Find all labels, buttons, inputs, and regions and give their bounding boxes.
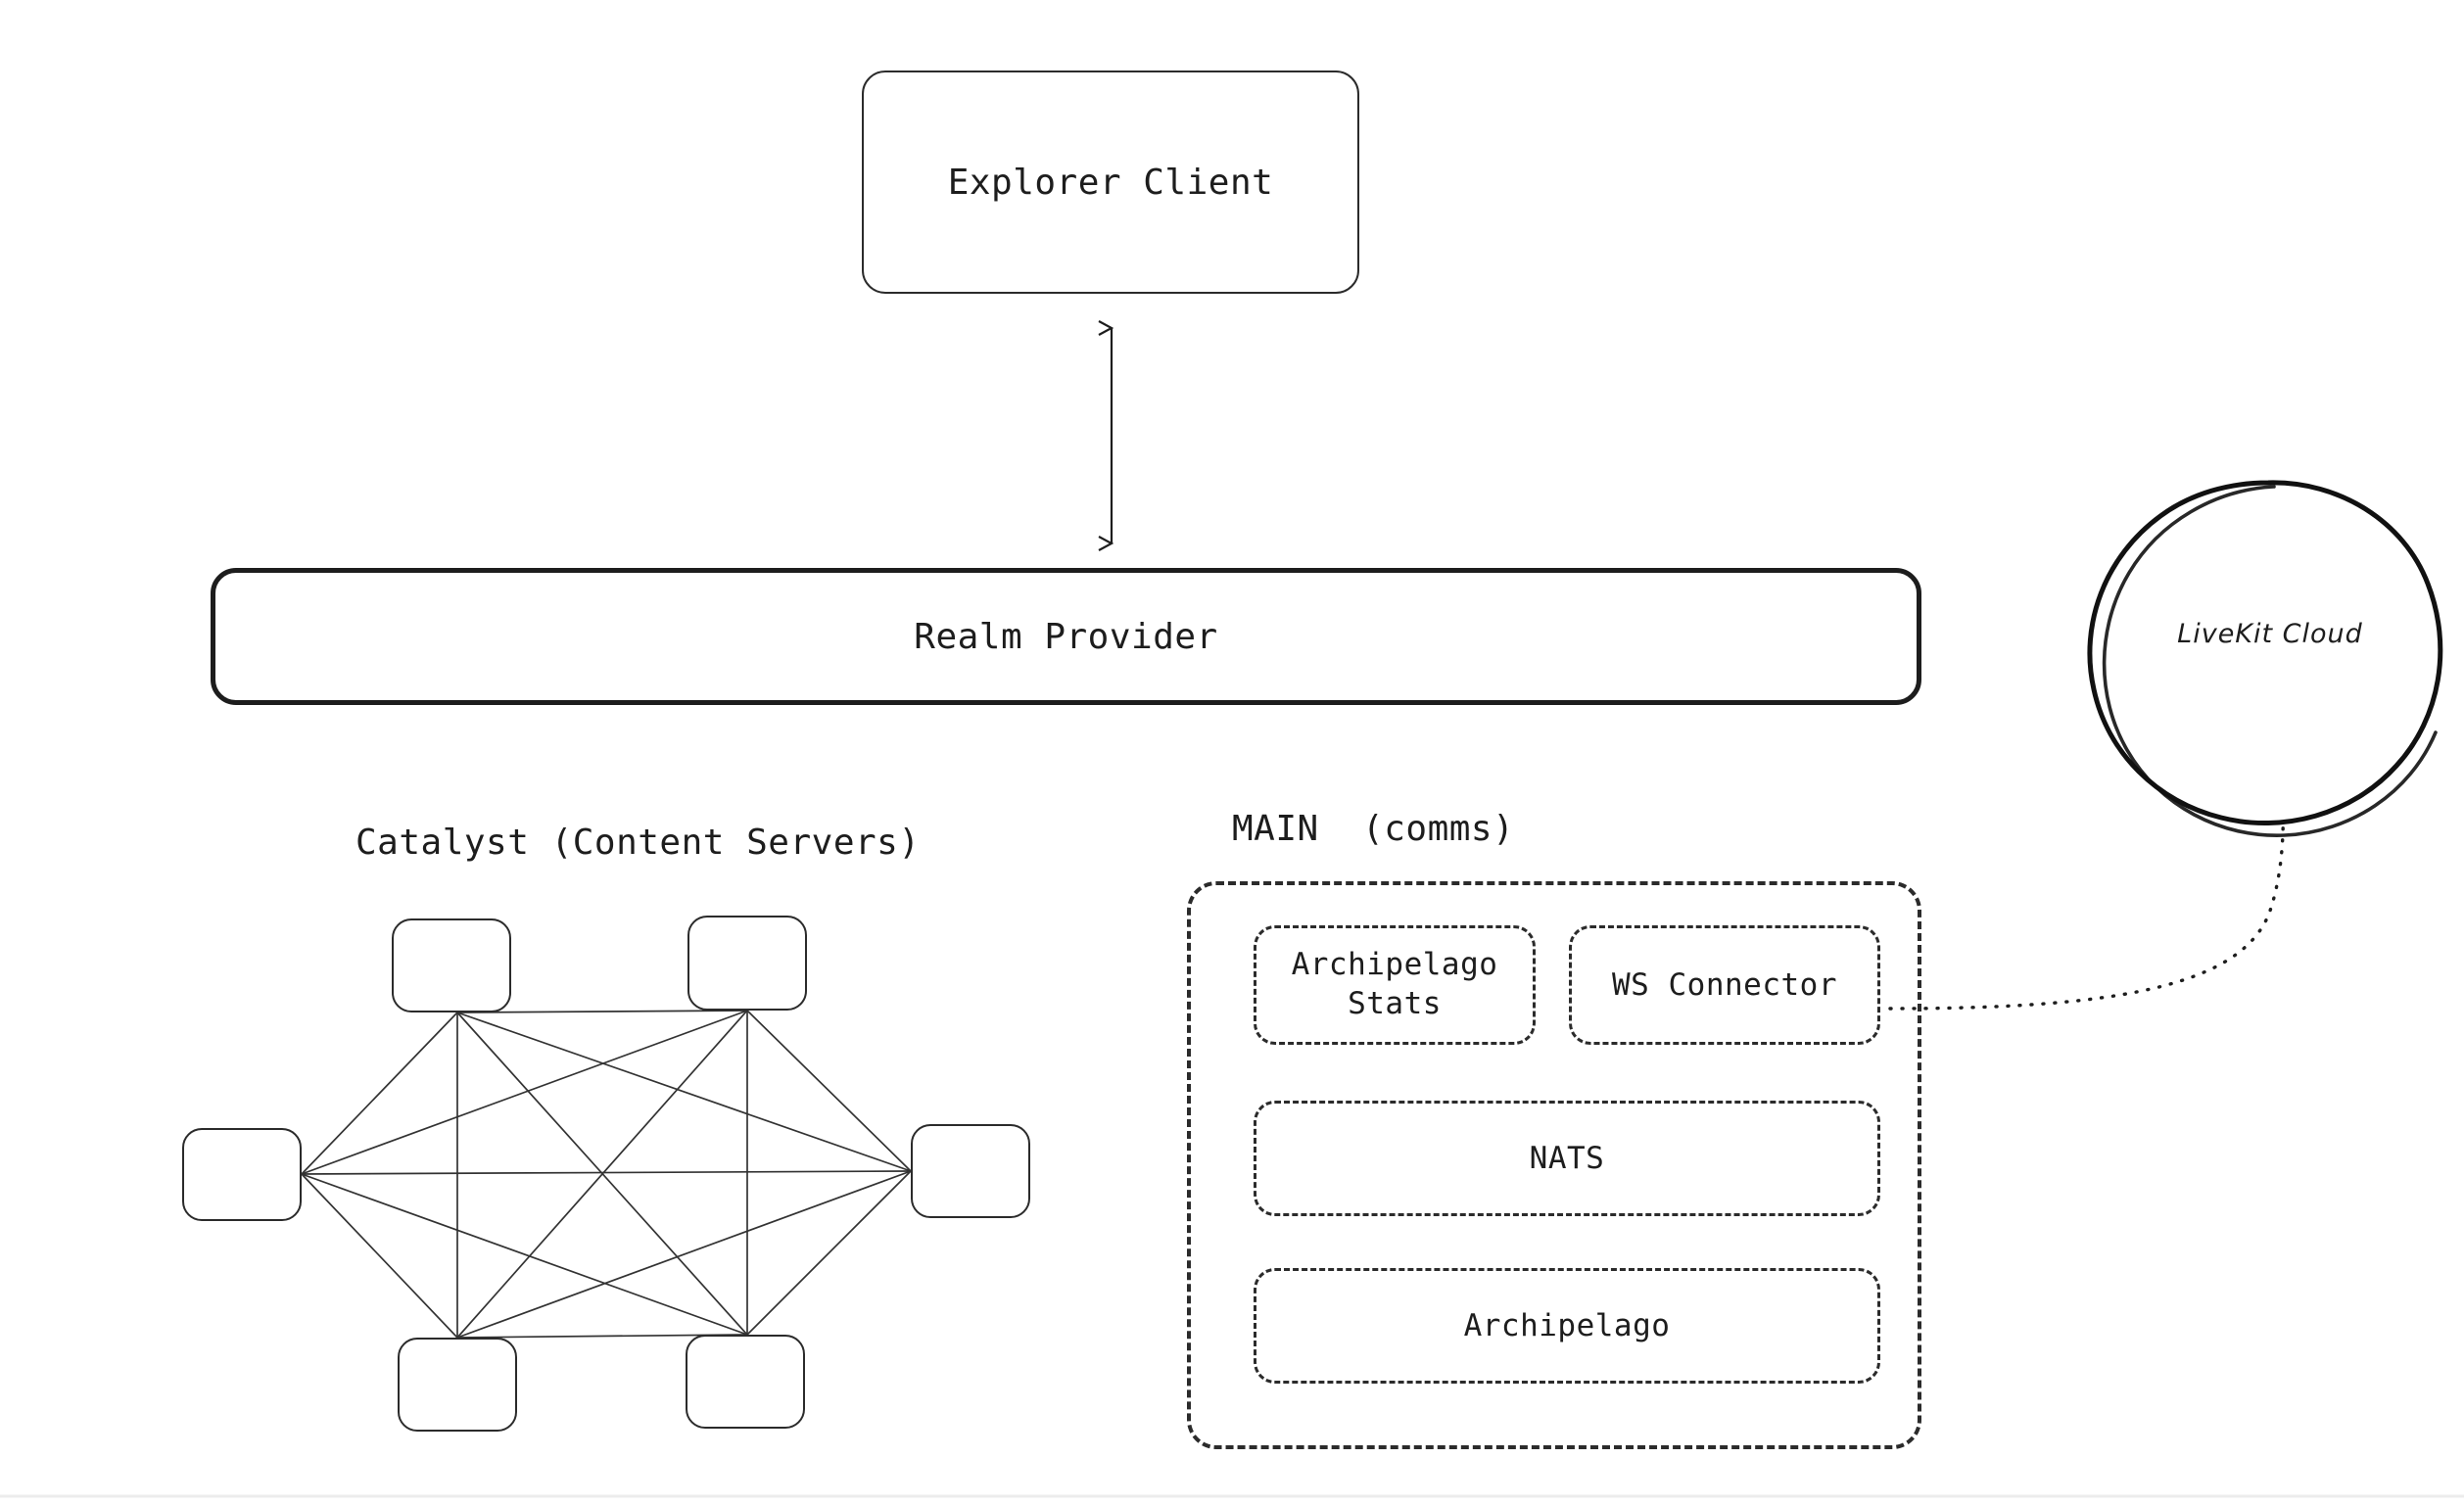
main-group-title: MAIN (comms)	[1232, 809, 1515, 849]
catalyst-node-5[interactable]	[398, 1338, 517, 1432]
realm-provider-label: Realm Provider	[914, 616, 1218, 657]
catalyst-node-3[interactable]	[182, 1128, 302, 1221]
catalyst-node-4[interactable]	[911, 1124, 1030, 1218]
component-archipelago[interactable]: Archipelago	[1254, 1268, 1880, 1384]
ws-connector-label: WS Connector	[1612, 967, 1837, 1003]
component-nats[interactable]: NATS	[1254, 1101, 1880, 1216]
node-realm-provider[interactable]: Realm Provider	[211, 568, 1921, 705]
dotted-link-ws-to-livekit	[1888, 770, 2286, 1011]
catalyst-node-2[interactable]	[687, 916, 807, 1011]
node-livekit-cloud[interactable]: LiveKit Cloud	[2094, 612, 2446, 655]
catalyst-node-6[interactable]	[686, 1335, 805, 1429]
explorer-client-label: Explorer Client	[947, 162, 1274, 203]
catalyst-section-title: Catalyst (Content Servers)	[355, 823, 921, 863]
livekit-cloud-label: LiveKit Cloud	[2177, 618, 2363, 649]
livekit-cloud-circle	[2087, 480, 2443, 837]
node-explorer-client[interactable]: Explorer Client	[862, 71, 1359, 294]
nats-label: NATS	[1529, 1141, 1605, 1176]
component-ws-connector[interactable]: WS Connector	[1569, 925, 1880, 1045]
main-comms-group	[1187, 881, 1921, 1449]
catalyst-mesh-edges	[301, 1010, 912, 1339]
archipelago-label: Archipelago	[1463, 1308, 1671, 1343]
catalyst-node-1[interactable]	[392, 918, 511, 1012]
